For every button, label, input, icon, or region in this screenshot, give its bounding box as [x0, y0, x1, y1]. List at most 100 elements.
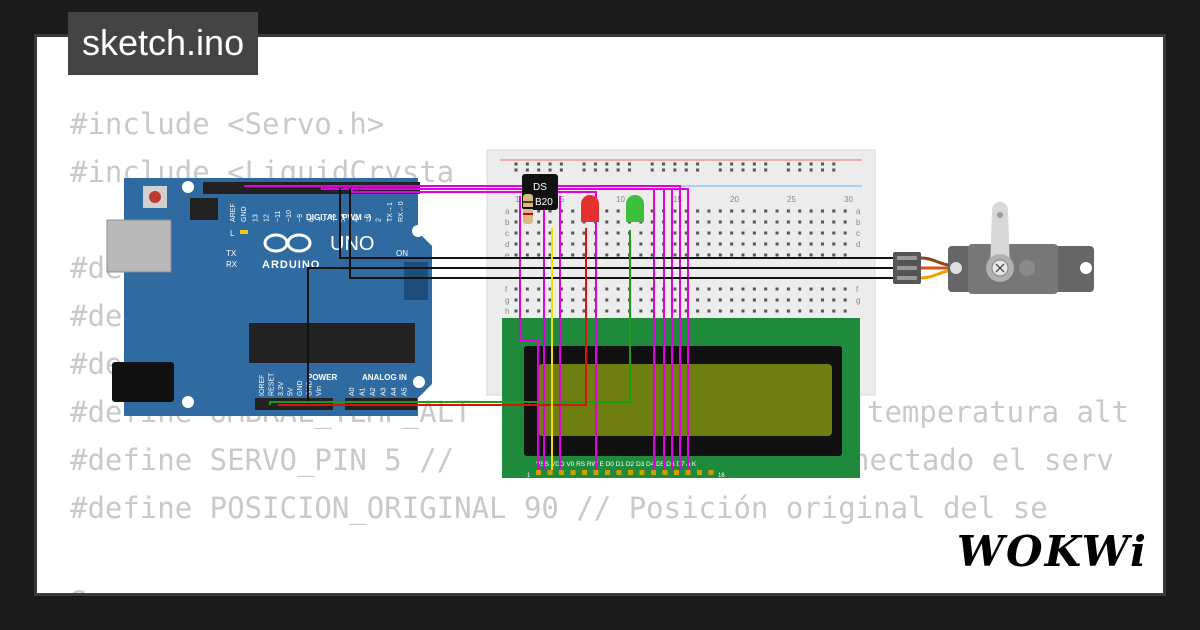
breadboard-hole [832, 298, 836, 302]
breadboard-hole [593, 162, 597, 166]
reset-button[interactable] [149, 191, 161, 203]
pin-label: A3 [381, 387, 388, 396]
breadboard-hole [548, 168, 552, 172]
column-number: 30 [844, 195, 853, 204]
code-line: S [70, 585, 87, 593]
breadboard-hole [764, 309, 768, 313]
breadboard-hole [843, 220, 847, 224]
row-letter: a [505, 207, 510, 216]
breadboard-hole [809, 298, 813, 302]
breadboard-hole [605, 242, 609, 246]
breadboard-hole [628, 168, 631, 172]
breadboard-hole [673, 242, 677, 246]
breadboard-hole [752, 162, 756, 166]
breadboard-hole [752, 253, 756, 257]
breadboard-hole [605, 253, 609, 257]
breadboard-hole [514, 287, 518, 291]
analog-label: ANALOG IN [362, 373, 407, 382]
wire-magenta [351, 190, 597, 470]
pin-label: A2 [370, 387, 377, 396]
breadboard-hole [775, 231, 779, 235]
breadboard-hole [764, 287, 768, 291]
breadboard-hole [798, 242, 802, 246]
breadboard-hole [559, 209, 563, 213]
column-number: 1 [515, 195, 520, 204]
breadboard-hole [662, 162, 666, 166]
arduino-uno: UNO ARDUINO DIGITAL (PWM ~) POWER ANALOG… [106, 178, 432, 416]
breadboard-hole [752, 168, 756, 172]
lcd-pin [570, 470, 576, 475]
code-line-fragment: temperatura alt [867, 395, 1129, 429]
breadboard-hole [514, 231, 518, 235]
breadboard-hole [525, 287, 529, 291]
breadboard-hole [548, 231, 552, 235]
lcd-pin [639, 470, 645, 475]
breadboard-hole [514, 309, 518, 313]
breadboard-hole [764, 168, 768, 172]
breadboard-hole [798, 298, 802, 302]
breadboard-hole [559, 298, 563, 302]
breadboard-hole [537, 231, 541, 235]
breadboard-hole [548, 287, 552, 291]
breadboard-hole [775, 298, 779, 302]
breadboard-hole [843, 253, 847, 257]
breadboard-hole [571, 242, 575, 246]
breadboard-hole [514, 168, 518, 172]
breadboard-hole [571, 309, 575, 313]
row-letter: f [505, 285, 508, 294]
led-label: L [230, 229, 235, 238]
ds18b20-sensor: DS B20 [522, 174, 558, 224]
red-led [581, 195, 599, 222]
breadboard-hole [696, 209, 700, 213]
breadboard-hole [684, 298, 688, 302]
icsp-header [190, 198, 218, 220]
pin-label: AREF [230, 203, 237, 222]
breadboard-hole [707, 298, 711, 302]
breadboard-hole [525, 242, 529, 246]
breadboard-hole [809, 287, 813, 291]
breadboard-hole [775, 242, 779, 246]
breadboard-hole [798, 162, 802, 166]
breadboard-hole [832, 242, 836, 246]
breadboard-hole [582, 162, 586, 166]
wokwi-logo: WOKWi [956, 527, 1148, 576]
pin-label: ~9 [297, 214, 304, 222]
breadboard-hole [820, 253, 824, 257]
breadboard-hole [741, 309, 745, 313]
breadboard-hole [798, 287, 802, 291]
breadboard-hole [786, 162, 790, 166]
pin-label: IOREF [259, 375, 266, 396]
mounting-hole [182, 181, 194, 193]
breadboard-hole [730, 309, 734, 313]
breadboard-hole [605, 298, 609, 302]
breadboard-hole [514, 162, 518, 166]
breadboard-hole [707, 209, 711, 213]
breadboard-hole [741, 220, 745, 224]
breadboard-hole [752, 309, 756, 313]
breadboard-hole [730, 168, 734, 172]
breadboard-hole [673, 287, 677, 291]
lcd-pin [651, 470, 656, 475]
breadboard-hole [809, 168, 813, 172]
breadboard-hole [605, 287, 609, 291]
breadboard-hole [718, 168, 722, 172]
breadboard-hole [730, 242, 734, 246]
code-line: #define POSICION_ORIGINAL 90 // Posición… [70, 491, 1048, 525]
breadboard-hole [514, 242, 518, 246]
breadboard-hole [559, 168, 563, 172]
breadboard-hole [764, 162, 768, 166]
sketch-title: sketch.ino [68, 12, 259, 75]
breadboard-hole [616, 168, 620, 172]
breadboard-hole [582, 168, 586, 172]
breadboard-hole [537, 298, 541, 302]
breadboard-hole [548, 298, 552, 302]
breadboard-hole [616, 253, 620, 257]
breadboard-hole [571, 287, 575, 291]
breadboard-hole [718, 231, 722, 235]
breadboard-hole [684, 287, 688, 291]
breadboard-hole [752, 220, 756, 224]
breadboard-hole [718, 287, 722, 291]
breadboard-hole [673, 220, 677, 224]
breadboard-hole [582, 242, 586, 246]
